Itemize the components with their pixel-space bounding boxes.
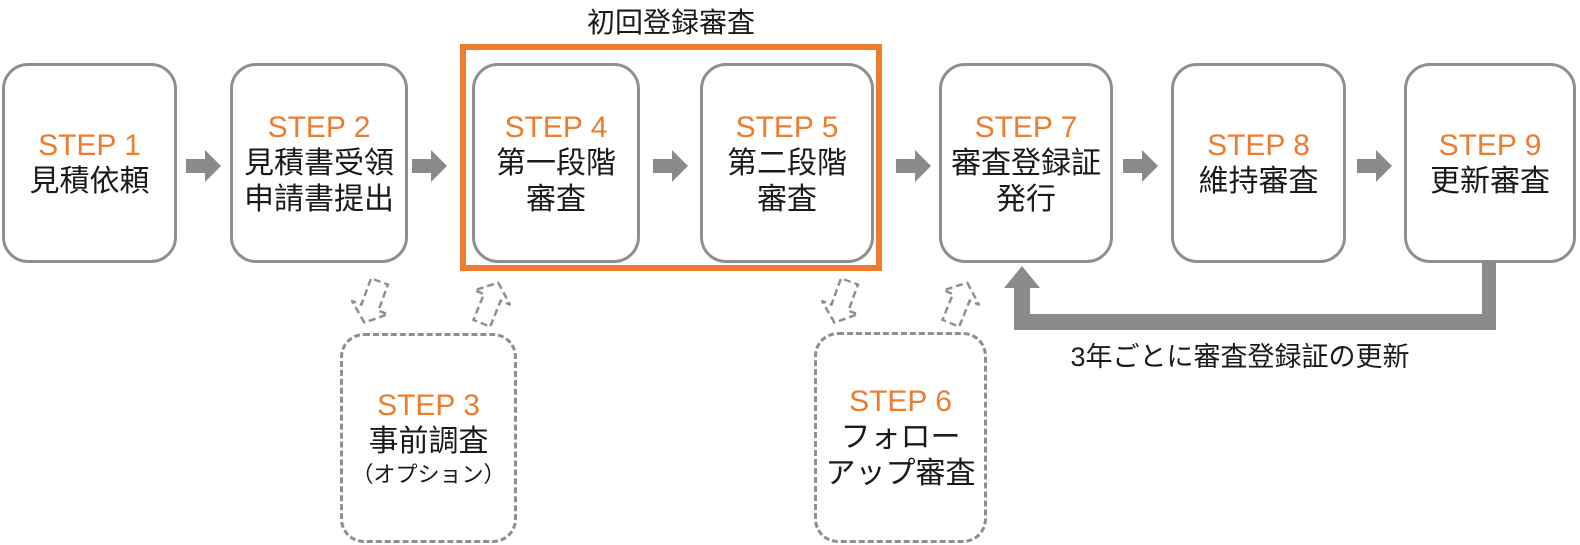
step7-label: STEP 7 — [974, 110, 1078, 144]
step6-title-line1: フォロー — [840, 421, 961, 454]
step5-title-line1: 第二段階 — [727, 146, 847, 180]
step9-title: 更新審査 — [1430, 164, 1550, 198]
arrow-right-icon — [412, 150, 447, 182]
initial-registration-group-label: 初回登録審査 — [586, 7, 755, 38]
step6-label: STEP 6 — [849, 385, 952, 418]
arrow-right-icon — [1123, 150, 1158, 182]
step9-label: STEP 9 — [1438, 128, 1542, 162]
step7-title-line2: 発行 — [996, 182, 1056, 216]
step2-box: STEP 2 見積書受領 申請書提出 — [230, 63, 408, 263]
step1-title: 見積依頼 — [29, 164, 150, 198]
step8-title: 維持審査 — [1198, 164, 1319, 198]
arrow-right-icon — [896, 150, 931, 182]
step2-title-line1: 見積書受領 — [244, 146, 394, 180]
step2-title-line2: 申請書提出 — [244, 182, 394, 216]
step8-box: STEP 8 維持審査 — [1171, 63, 1346, 263]
step3-box: STEP 3 事前調査 （オプション） — [340, 333, 517, 543]
step4-label: STEP 4 — [504, 110, 608, 144]
initial-registration-group-frame — [460, 44, 882, 271]
step6-title-line2: アップ審査 — [825, 457, 976, 490]
step7-box: STEP 7 審査登録証 発行 — [939, 63, 1113, 263]
step7-title-line1: 審査登録証 — [951, 146, 1101, 180]
arrow-right-icon — [1357, 150, 1392, 182]
step3-label: STEP 3 — [377, 388, 480, 422]
renewal-loop-arrow-icon — [1004, 262, 1496, 330]
step5-label: STEP 5 — [735, 110, 839, 144]
renewal-note: 3年ごとに審査登録証の更新 — [1070, 342, 1410, 372]
dashed-arrow-up-right-icon — [939, 281, 982, 329]
step6-box: STEP 6 フォロー アップ審査 — [814, 332, 987, 543]
step4-title-line2: 審査 — [526, 182, 586, 216]
dashed-arrow-up-right-icon — [470, 281, 513, 329]
step5-box: STEP 5 第二段階 審査 — [700, 63, 874, 263]
step4-box: STEP 4 第一段階 審査 — [472, 63, 640, 263]
dashed-arrow-down-left-icon — [819, 276, 862, 325]
arrow-right-icon — [186, 150, 221, 182]
step8-label: STEP 8 — [1207, 128, 1310, 162]
step1-box: STEP 1 見積依頼 — [2, 63, 177, 263]
step2-label: STEP 2 — [267, 110, 371, 144]
arrow-right-icon — [653, 150, 688, 182]
step3-title-line2: （オプション） — [351, 461, 506, 487]
step9-box: STEP 9 更新審査 — [1404, 63, 1576, 263]
step3-title-line1: 事前調査 — [368, 424, 489, 458]
dashed-arrow-down-left-icon — [349, 276, 392, 325]
step1-label: STEP 1 — [38, 128, 141, 162]
step5-title-line2: 審査 — [757, 182, 817, 216]
step4-title-line1: 第一段階 — [496, 146, 616, 180]
